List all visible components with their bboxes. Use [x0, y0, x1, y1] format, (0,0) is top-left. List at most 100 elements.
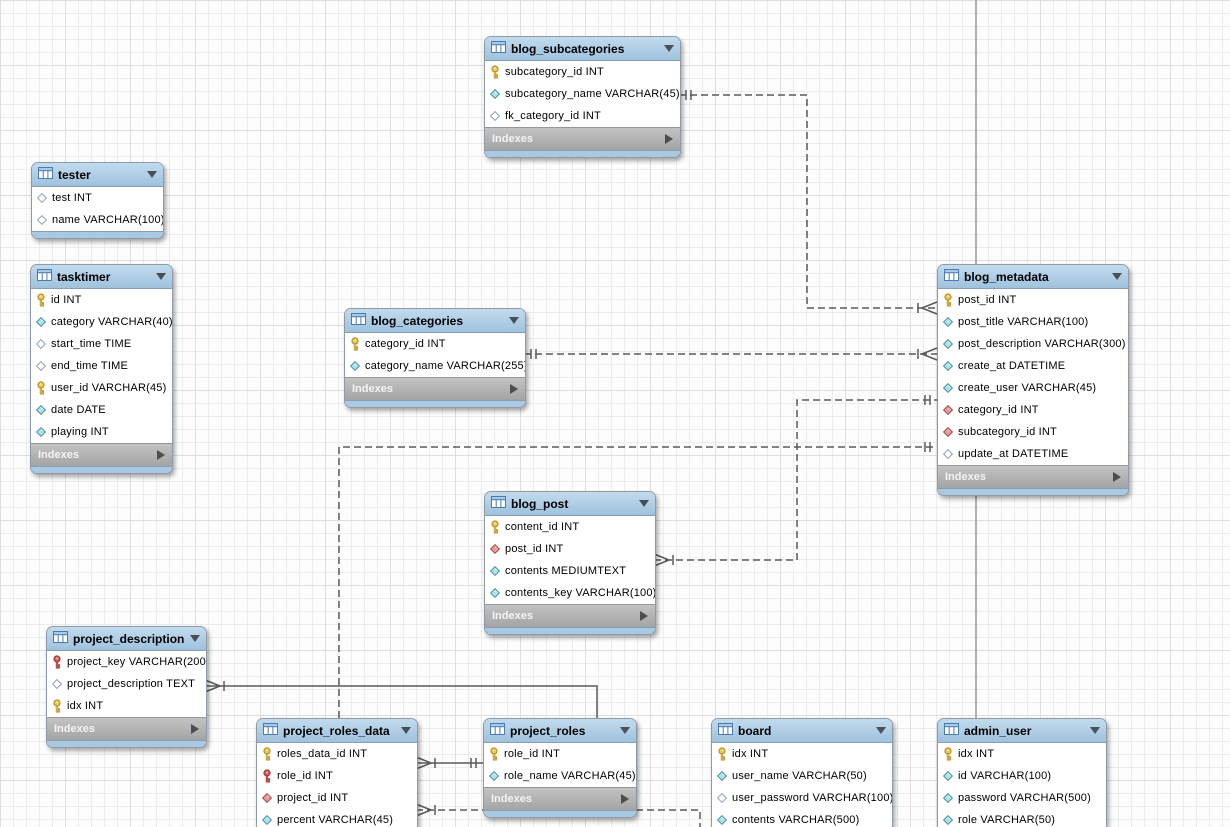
column-text: post_id INT	[958, 294, 1017, 306]
relationship-project_description-project_roles[interactable]	[204, 679, 598, 718]
collapse-arrow-icon[interactable]	[664, 45, 674, 52]
column-row[interactable]: date DATE	[31, 399, 172, 421]
column-row[interactable]: category_name VARCHAR(255)	[345, 355, 525, 377]
relationship-project_roles_data-blog_metadata[interactable]	[338, 442, 937, 718]
collapse-arrow-icon[interactable]	[156, 273, 166, 280]
column-row[interactable]: post_title VARCHAR(100)	[938, 311, 1128, 333]
indexes-bar[interactable]: Indexes	[485, 127, 680, 150]
table-header[interactable]: blog_subcategories	[485, 37, 680, 61]
column-row[interactable]: user_password VARCHAR(100)	[712, 787, 892, 809]
expand-arrow-icon[interactable]	[621, 794, 629, 804]
collapse-arrow-icon[interactable]	[876, 727, 886, 734]
column-row[interactable]: role VARCHAR(50)	[938, 809, 1106, 827]
column-row[interactable]: subcategory_id INT	[938, 421, 1128, 443]
column-row[interactable]: roles_data_id INT	[257, 743, 417, 765]
column-row[interactable]: start_time TIME	[31, 333, 172, 355]
column-row[interactable]: project_description TEXT	[47, 673, 206, 695]
column-row[interactable]: post_description VARCHAR(300)	[938, 333, 1128, 355]
column-row[interactable]: fk_category_id INT	[485, 105, 680, 127]
column-text: contents MEDIUMTEXT	[505, 565, 627, 577]
relationship-blog_post-blog_metadata[interactable]	[653, 395, 937, 567]
column-row[interactable]: role_id INT	[484, 743, 636, 765]
column-row[interactable]: name VARCHAR(100)	[32, 209, 163, 231]
collapse-arrow-icon[interactable]	[639, 500, 649, 507]
collapse-arrow-icon[interactable]	[147, 171, 157, 178]
column-row[interactable]: project_id INT	[257, 787, 417, 809]
expand-arrow-icon[interactable]	[640, 611, 648, 621]
column-row[interactable]: update_at DATETIME	[938, 443, 1128, 465]
collapse-arrow-icon[interactable]	[190, 635, 200, 642]
table-header[interactable]: board	[712, 719, 892, 743]
expand-arrow-icon[interactable]	[665, 134, 673, 144]
column-row[interactable]: playing INT	[31, 421, 172, 443]
indexes-bar[interactable]: Indexes	[345, 377, 525, 400]
column-row[interactable]: contents VARCHAR(500)	[712, 809, 892, 827]
column-row[interactable]: test INT	[32, 187, 163, 209]
column-row[interactable]: id VARCHAR(100)	[938, 765, 1106, 787]
column-icon	[717, 815, 727, 825]
table-header[interactable]: blog_post	[485, 492, 655, 516]
column-row[interactable]: create_user VARCHAR(45)	[938, 377, 1128, 399]
table-header[interactable]: project_roles	[484, 719, 636, 743]
column-row[interactable]: user_id VARCHAR(45)	[31, 377, 172, 399]
expand-arrow-icon[interactable]	[191, 724, 199, 734]
column-row[interactable]: post_id INT	[938, 289, 1128, 311]
column-row[interactable]: category VARCHAR(40)	[31, 311, 172, 333]
table-header[interactable]: admin_user	[938, 719, 1106, 743]
table-header[interactable]: tester	[32, 163, 163, 187]
indexes-bar[interactable]: Indexes	[31, 443, 172, 466]
column-row[interactable]: idx INT	[938, 743, 1106, 765]
column-row[interactable]: id INT	[31, 289, 172, 311]
indexes-bar[interactable]: Indexes	[484, 787, 636, 810]
expand-arrow-icon[interactable]	[510, 384, 518, 394]
column-row[interactable]: percent VARCHAR(45)	[257, 809, 417, 827]
table-header[interactable]: blog_categories	[345, 309, 525, 333]
table-header[interactable]: project_roles_data	[257, 719, 417, 743]
relationship-project_roles_data-project_roles[interactable]	[415, 756, 483, 770]
column-row[interactable]: project_key VARCHAR(200)	[47, 651, 206, 673]
collapse-arrow-icon[interactable]	[509, 317, 519, 324]
indexes-bar[interactable]: Indexes	[938, 465, 1128, 488]
column-row[interactable]: contents_key VARCHAR(100)	[485, 582, 655, 604]
expand-arrow-icon[interactable]	[1113, 472, 1121, 482]
table-header[interactable]: blog_metadata	[938, 265, 1128, 289]
column-row[interactable]: idx INT	[47, 695, 206, 717]
collapse-arrow-icon[interactable]	[1112, 273, 1122, 280]
table-project_description[interactable]: project_description project_key VARCHAR(…	[46, 626, 207, 748]
column-row[interactable]: role_name VARCHAR(45)	[484, 765, 636, 787]
column-row[interactable]: subcategory_id INT	[485, 61, 680, 83]
column-row[interactable]: create_at DATETIME	[938, 355, 1128, 377]
indexes-bar[interactable]: Indexes	[485, 604, 655, 627]
collapse-arrow-icon[interactable]	[620, 727, 630, 734]
table-blog_metadata[interactable]: blog_metadata post_id INT post_title VARC…	[937, 264, 1129, 496]
indexes-bar[interactable]: Indexes	[47, 717, 206, 740]
relationship-blog_categories-blog_metadata[interactable]	[524, 347, 938, 361]
table-header[interactable]: tasktimer	[31, 265, 172, 289]
column-row[interactable]: content_id INT	[485, 516, 655, 538]
column-row[interactable]: end_time TIME	[31, 355, 172, 377]
expand-arrow-icon[interactable]	[157, 450, 165, 460]
column-row[interactable]: password VARCHAR(500)	[938, 787, 1106, 809]
collapse-arrow-icon[interactable]	[401, 727, 411, 734]
column-row[interactable]: idx INT	[712, 743, 892, 765]
collapse-arrow-icon[interactable]	[1090, 727, 1100, 734]
column-row[interactable]: user_name VARCHAR(50)	[712, 765, 892, 787]
column-row[interactable]: category_id INT	[345, 333, 525, 355]
relationship-blog_subcategories-blog_metadata[interactable]	[679, 90, 938, 315]
column-row[interactable]: contents MEDIUMTEXT	[485, 560, 655, 582]
column-row[interactable]: post_id INT	[485, 538, 655, 560]
column-row[interactable]: subcategory_name VARCHAR(45)	[485, 83, 680, 105]
column-row[interactable]: category_id INT	[938, 399, 1128, 421]
column-row[interactable]: role_id INT	[257, 765, 417, 787]
table-header[interactable]: project_description	[47, 627, 206, 651]
